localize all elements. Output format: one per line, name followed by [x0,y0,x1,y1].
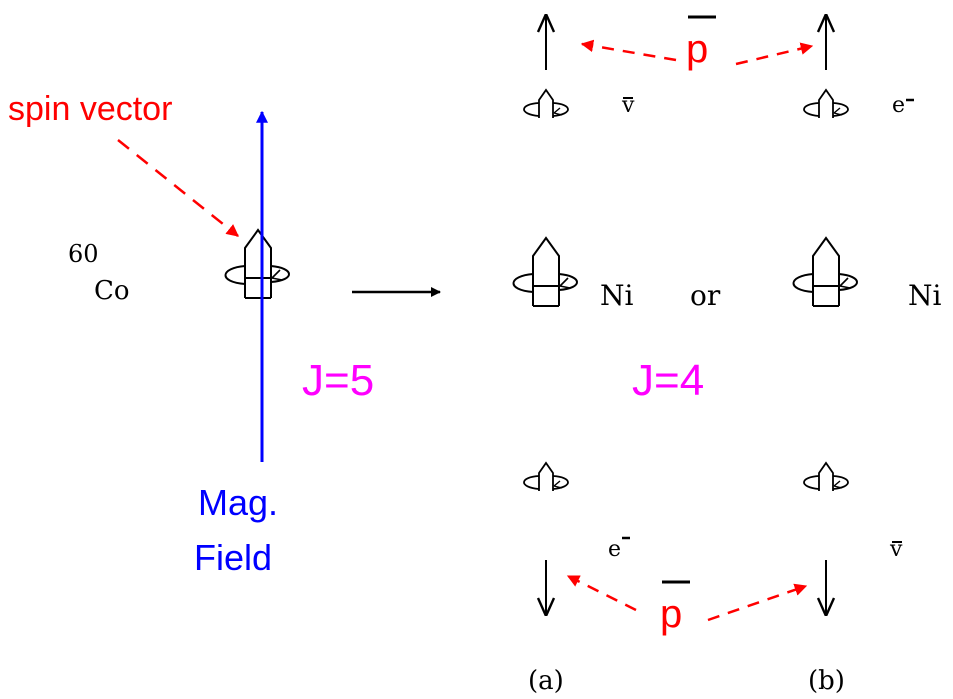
product-b-label: Ni [908,279,942,312]
case-b-label: (b) [808,666,845,696]
electron-a-label: e [608,537,621,562]
antineutrino-a-spin-icon [523,89,569,119]
momentum-bottom-right-arrow [707,583,808,622]
electron-b-label: e [892,93,905,118]
electron-b-spin-icon [803,89,849,119]
isotope-mass-number: 60 [68,240,99,268]
nickel-spin-top-b-icon [792,237,859,307]
momentum-top-label: p [686,27,708,71]
momentum-bottom-left-arrow [566,574,637,612]
antineutrino-a-label: v [621,93,635,118]
isotope-symbol: Co [94,276,130,306]
initial-spin-label: J=5 [302,356,374,405]
nickel-spin-top-a-icon [512,237,579,307]
momentum-bottom-label: p [660,592,682,636]
mag-field-label-line1: Mag. [198,482,278,523]
antineutrino-b-label: v [889,537,903,562]
momentum-top-left-arrow [580,39,677,62]
product-a-label: Ni [600,279,634,312]
mag-field-label-line2: Field [194,537,272,578]
spin-vector-label: spin vector [8,90,172,128]
antineutrino-b-spin-icon [803,462,849,492]
final-spin-label: J=4 [632,356,704,405]
cobalt-spin-top-icon [224,229,291,299]
momentum-top-right-arrow [735,42,814,66]
or-label: or [690,279,721,312]
case-a-label: (a) [528,666,564,696]
spin-vector-pointer-arrow [117,139,239,237]
electron-a-spin-icon [523,462,569,492]
